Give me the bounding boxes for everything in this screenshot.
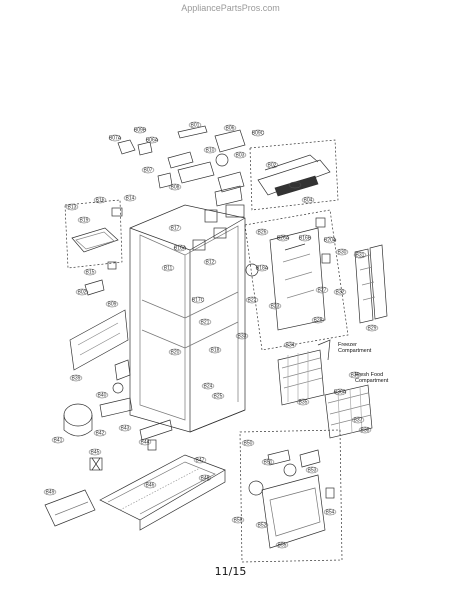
part-number-label: B56 [234,518,243,524]
part-number-label: B23 [271,304,280,310]
bottom-left-component [44,489,96,527]
part-number-label: B22 [248,298,257,304]
part-number-label: B36A [334,390,347,396]
part-number-label: B24 [204,384,213,390]
part-number-label: B50 [244,441,253,447]
part-number-label: B49 [46,490,55,496]
part-number-label: B19 [80,218,89,224]
part-number-label: B52 [258,523,267,529]
cabinet [129,204,246,433]
part-number-label: B43 [121,426,130,432]
part-number-label: B16A [174,246,187,252]
part-number-label: B06 [226,126,235,132]
part-number-label: B37 [354,418,363,424]
part-number-label: B03 [236,153,245,159]
fresh-food-evaporator [324,384,373,439]
part-number-label: B20A [324,238,337,244]
part-number-label: B09C [252,131,265,137]
door-gaskets [354,244,388,324]
top-parts-cluster [117,125,246,207]
fresh-food-label-line2: Compartment [355,378,389,384]
part-number-label: B47 [196,458,205,464]
part-number-label: B27 [318,288,327,294]
part-number-label: B31 [356,253,365,259]
part-number-label: B13 [68,205,77,211]
part-number-label: B15 [86,270,95,276]
part-number-label: B02 [78,290,87,296]
part-number-label: B11 [164,266,173,272]
part-number-label: B10 [206,148,215,154]
part-number-label: B08 [171,185,180,191]
part-number-label: B04 [304,198,313,204]
part-number-label: B17 [171,226,180,232]
freezer-compartment-label-line1: Freezer [338,342,357,348]
part-number-label: B42 [96,431,105,437]
part-number-label: B21 [201,320,210,326]
part-number-label: B38 [361,428,370,434]
part-number-label: B07A [109,136,122,142]
part-number-label: B33 [238,334,247,340]
page-number: 11/15 [214,565,247,578]
part-number-label: B16B [299,236,312,242]
part-number-label: B54 [326,510,335,516]
part-number-label: B17C [192,298,205,304]
part-number-label: B01 [191,123,200,129]
part-number-label: B14 [126,196,135,202]
part-number-label: B12 [206,260,215,266]
part-number-label: B39 [72,376,81,382]
part-number-label: B06A [146,138,159,144]
part-number-label: B28 [314,318,323,324]
part-number-label: B26 [258,230,267,236]
part-number-label: B29 [368,326,377,332]
part-number-label: B55 [278,543,287,549]
freezer-evaporator [277,339,331,406]
part-number-label: B09B [134,128,147,134]
part-number-label: B34 [286,343,295,349]
part-number-label: B07 [144,168,153,174]
part-number-label: B25 [214,394,223,400]
part-number-label: B32 [336,290,345,296]
part-number-label: B35 [299,400,308,406]
watermark: AppliancePartsPros.com [181,3,280,13]
fresh-food-label-line1: Fresh Food [355,372,383,378]
part-number-label: B48 [201,476,210,482]
part-number-label: B16 [96,198,105,204]
freezer-compartment-label-line2: Compartment [338,348,372,354]
dispenser-group [239,429,343,563]
filter-housing-group [249,139,339,211]
part-number-label: B45 [91,450,100,456]
part-number-label: B18A [256,266,269,272]
compressor-group [63,359,133,471]
part-number-label: B20 [171,350,180,356]
base-tray [99,419,226,531]
part-number-label: B44 [141,440,150,446]
part-number-label: B18 [211,348,220,354]
part-number-label: B05 [291,183,300,189]
part-number-label: B40 [98,393,107,399]
part-number-label: B36 [351,373,360,379]
part-number-label: B53 [308,468,317,474]
part-number-label: B26A [277,236,290,242]
part-number-label: B46 [146,483,155,489]
part-number-label: B02 [268,163,277,169]
part-number-label: B09 [108,302,117,308]
left-shelf-group [64,199,123,296]
part-number-label: B30 [338,250,347,256]
part-number-label: B41 [54,438,63,444]
rear-panel [69,309,129,371]
evaporator-cover-group [244,209,349,351]
part-number-label: B51 [264,460,273,466]
